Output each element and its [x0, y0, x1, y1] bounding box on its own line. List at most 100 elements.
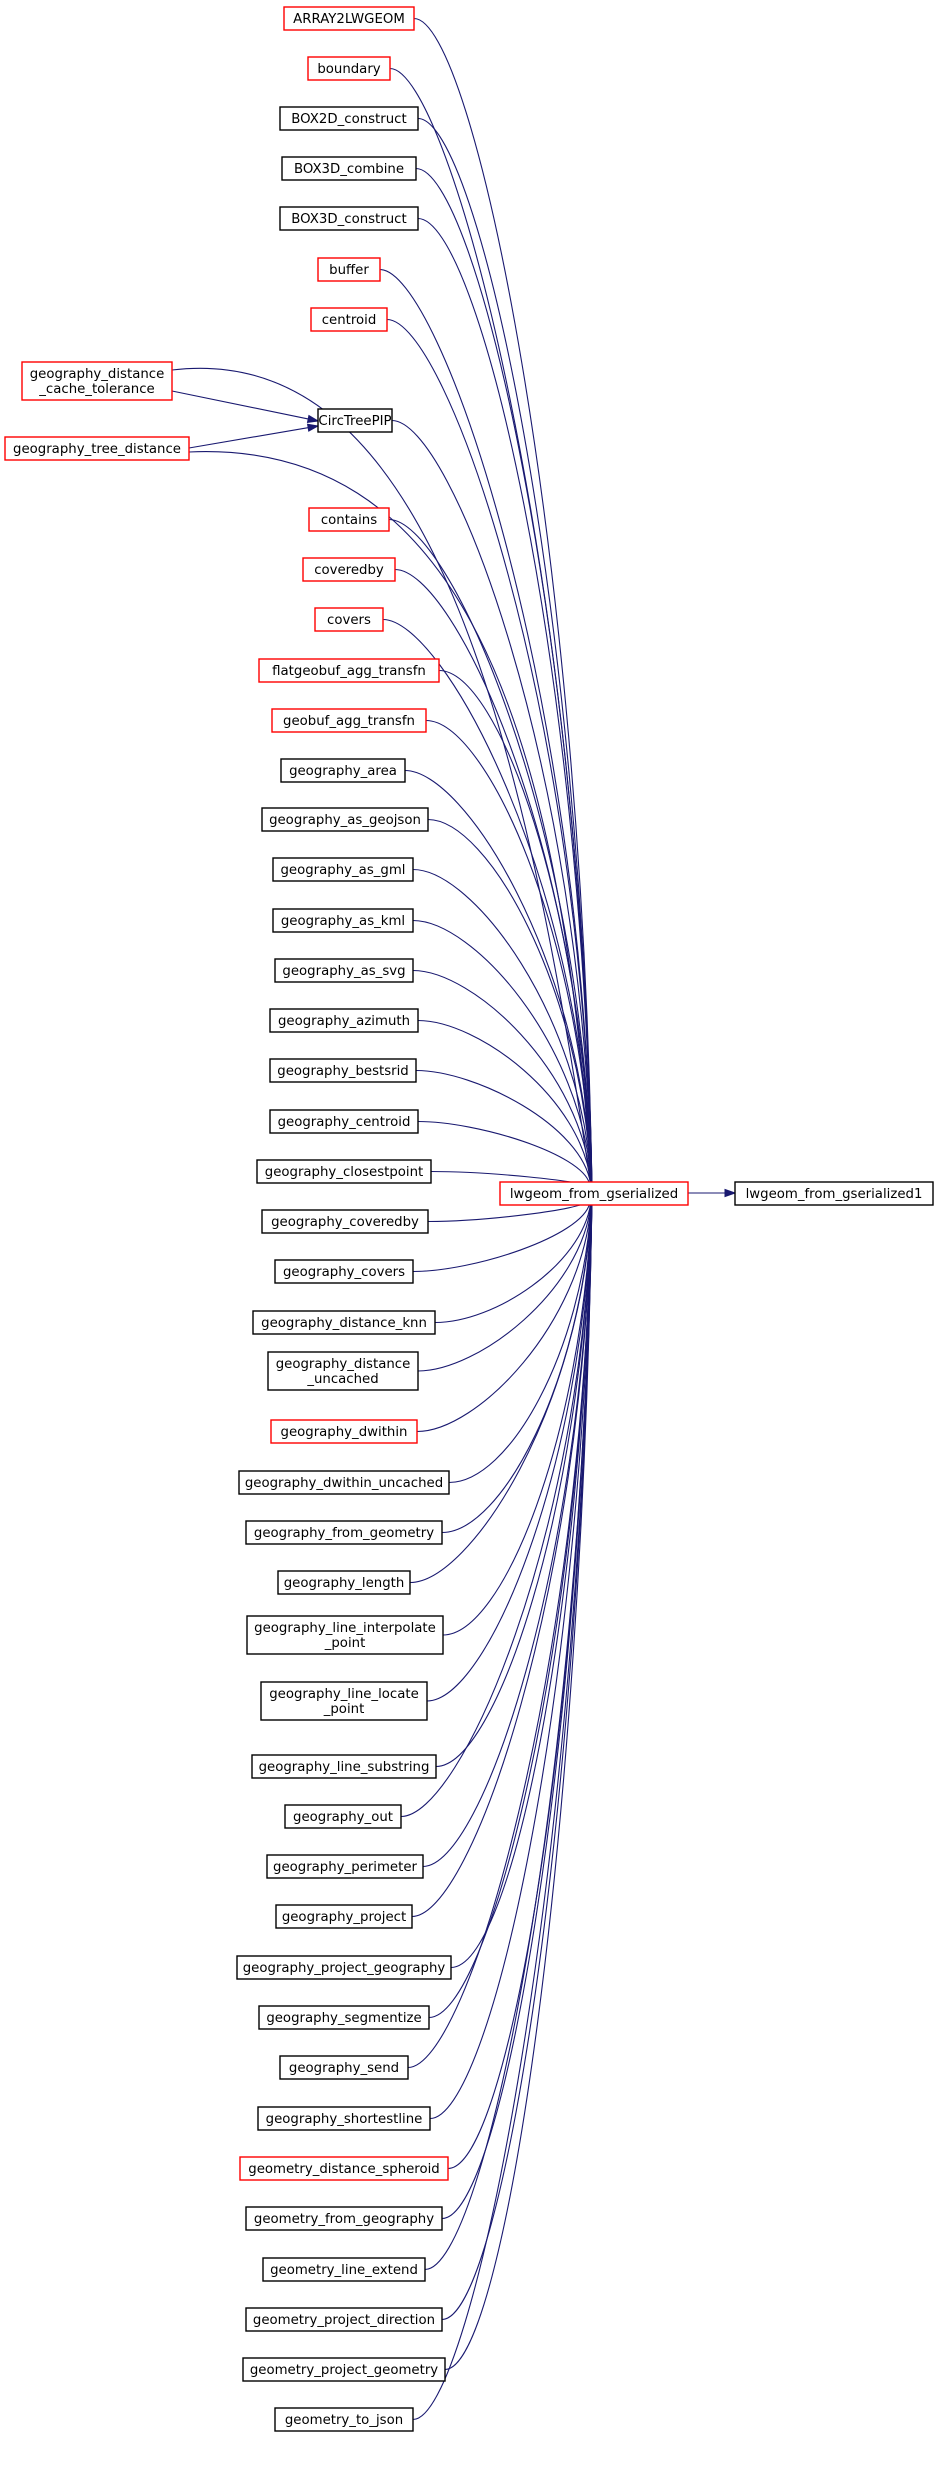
node-buffer[interactable]: buffer [317, 257, 381, 282]
node-array2lwgeom[interactable]: ARRAY2LWGEOM [283, 6, 415, 31]
node-label: geography_as_gml [280, 863, 405, 878]
edge-line [188, 427, 309, 449]
edges-layer [171, 17, 737, 2421]
node-box [257, 2106, 431, 2131]
node-geometry-from-geography[interactable]: geometry_from_geography [245, 2206, 443, 2231]
node-box [258, 2005, 430, 2030]
node-geography-as-gml[interactable]: geography_as_gml [272, 857, 414, 882]
node-geography-dwithin-uncached[interactable]: geography_dwithin_uncached [238, 1470, 450, 1495]
edge-line [400, 1203, 593, 1818]
edge [417, 1019, 596, 1196]
node-box [238, 1470, 450, 1495]
node-geometry-distance-spheroid[interactable]: geometry_distance_spheroid [239, 2156, 449, 2181]
node-box [275, 1904, 413, 1929]
node-box [317, 257, 381, 282]
node-box [270, 1419, 418, 1444]
edge-line [442, 1203, 593, 1636]
node-label: BOX3D_combine [294, 162, 404, 177]
node-geography-shortestline[interactable]: geography_shortestline [257, 2106, 431, 2131]
edge-line [379, 268, 593, 1184]
node-circtreepip[interactable]: CircTreePIP [317, 408, 393, 433]
node-box [284, 1804, 402, 1829]
node-label: geometry_project_direction [253, 2313, 435, 2328]
node-geography-covers[interactable]: geography_covers [274, 1259, 414, 1284]
node-label: geography_project_geography [243, 1961, 446, 1976]
node-label: boundary [317, 62, 380, 77]
node-geography-distance-cache-tolerance[interactable]: geography_distance_cache_tolerance [21, 361, 173, 401]
node-label: _point [323, 1702, 365, 1717]
node-geography-centroid[interactable]: geography_centroid [269, 1109, 419, 1134]
node-label: geography_project [282, 1910, 406, 1925]
node-box3d-combine[interactable]: BOX3D_combine [281, 156, 417, 181]
node-box [277, 1570, 411, 1595]
node-label: centroid [322, 313, 377, 328]
node-label: geography_closestpoint [265, 1165, 424, 1180]
node-centroid[interactable]: centroid [310, 307, 388, 332]
node-coveredby[interactable]: coveredby [302, 557, 396, 582]
node-box [269, 1058, 417, 1083]
node-geography-as-geojson[interactable]: geography_as_geojson [261, 807, 429, 832]
node-geography-out[interactable]: geography_out [284, 1804, 402, 1829]
node-covers[interactable]: covers [314, 607, 384, 632]
node-label: geography_dwithin_uncached [245, 1476, 443, 1491]
node-label: ARRAY2LWGEOM [293, 12, 405, 27]
node-box [269, 1109, 419, 1134]
node-geography-line-interpolate-point[interactable]: geography_line_interpolate_point [246, 1615, 444, 1655]
node-box [308, 507, 390, 532]
node-geometry-project-geometry[interactable]: geometry_project_geometry [242, 2357, 446, 2382]
node-box [260, 1681, 428, 1721]
node-lwgeom-from-gserialized[interactable]: lwgeom_from_gserialized [499, 1181, 689, 1206]
node-geography-azimuth[interactable]: geography_azimuth [269, 1008, 419, 1033]
node-label: geography_perimeter [273, 1860, 418, 1875]
edge-line [424, 1203, 593, 2271]
node-geography-coveredby[interactable]: geography_coveredby [261, 1209, 429, 1234]
node-box [281, 156, 417, 181]
node-geography-distance-uncached[interactable]: geography_distance_uncached [267, 1351, 419, 1391]
edge [416, 1191, 596, 1433]
node-geography-project[interactable]: geography_project [275, 1904, 413, 1929]
node-label: contains [321, 513, 377, 528]
node-box [4, 436, 190, 461]
node-geography-line-locate-point[interactable]: geography_line_locate_point [260, 1681, 428, 1721]
node-geography-length[interactable]: geography_length [277, 1570, 411, 1595]
node-box [274, 1259, 414, 1284]
node-geography-project-geography[interactable]: geography_project_geography [236, 1955, 452, 1980]
node-label: geometry_to_json [285, 2413, 403, 2428]
node-geography-send[interactable]: geography_send [279, 2055, 409, 2080]
node-flatgeobuf-agg-transfn[interactable]: flatgeobuf_agg_transfn [258, 658, 440, 683]
node-geography-segmentize[interactable]: geography_segmentize [258, 2005, 430, 2030]
node-geography-bestsrid[interactable]: geography_bestsrid [269, 1058, 417, 1083]
node-label: geography_out [293, 1810, 393, 1825]
node-geometry-line-extend[interactable]: geometry_line_extend [262, 2257, 426, 2282]
arrowhead-icon [724, 1188, 737, 1198]
node-label: BOX3D_construct [291, 212, 406, 227]
node-box [314, 607, 384, 632]
edge-line [435, 1203, 593, 1768]
edge-line [409, 1203, 593, 1584]
edge [388, 518, 596, 1196]
node-label: geometry_line_extend [270, 2263, 418, 2278]
node-boundary[interactable]: boundary [307, 56, 391, 81]
node-label: geography_centroid [278, 1115, 411, 1130]
node-geometry-project-direction[interactable]: geometry_project_direction [245, 2307, 443, 2332]
edge [447, 1191, 597, 2170]
node-geography-line-substring[interactable]: geography_line_substring [251, 1754, 437, 1779]
node-box3d-construct[interactable]: BOX3D_construct [279, 206, 419, 231]
node-geography-tree-distance[interactable]: geography_tree_distance [4, 436, 190, 461]
node-geography-perimeter[interactable]: geography_perimeter [266, 1854, 424, 1879]
node-box2d-construct[interactable]: BOX2D_construct [279, 106, 419, 131]
node-contains[interactable]: contains [308, 507, 390, 532]
node-box [262, 2257, 426, 2282]
node-geography-from-geometry[interactable]: geography_from_geometry [245, 1520, 443, 1545]
node-geography-as-kml[interactable]: geography_as_kml [272, 908, 414, 933]
node-geometry-to-json[interactable]: geometry_to_json [274, 2407, 414, 2432]
node-box [252, 1310, 436, 1335]
node-geography-closestpoint[interactable]: geography_closestpoint [256, 1159, 432, 1184]
node-geography-dwithin[interactable]: geography_dwithin [270, 1419, 418, 1444]
node-geography-distance-knn[interactable]: geography_distance_knn [252, 1310, 436, 1335]
node-lwgeom-from-gserialized1[interactable]: lwgeom_from_gserialized1 [734, 1181, 934, 1206]
node-geography-area[interactable]: geography_area [280, 758, 406, 783]
node-geography-as-svg[interactable]: geography_as_svg [274, 958, 414, 983]
node-geobuf-agg-transfn[interactable]: geobuf_agg_transfn [271, 708, 427, 733]
edge [441, 1191, 596, 1534]
